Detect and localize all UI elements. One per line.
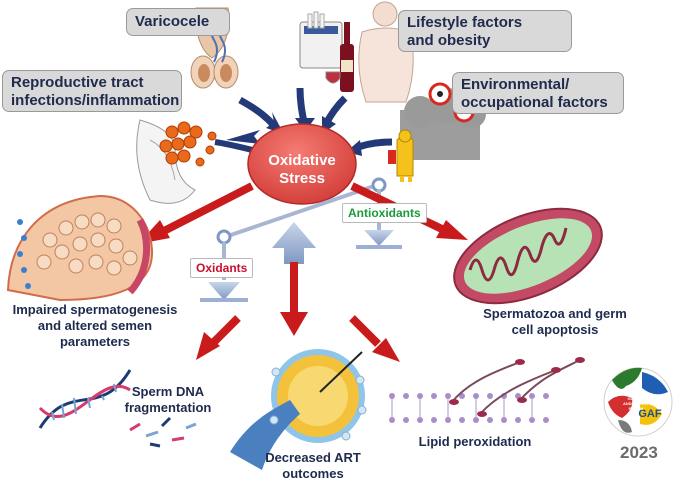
infections-line2: infections/inflammation <box>11 92 180 109</box>
oxidative-stress-oval <box>247 123 357 205</box>
apoptosis-line2: cell apoptosis <box>511 322 599 337</box>
lipid-label: Lipid peroxidation <box>418 434 532 449</box>
apoptosis-line1: Spermatozoa and germ <box>483 306 627 321</box>
dna-illustration <box>38 369 197 448</box>
dna-line2: fragmentation <box>124 400 212 415</box>
spermatogenesis-illustration <box>6 194 154 302</box>
varicocele-box: Varicocele <box>126 8 230 36</box>
lifestyle-illustration <box>299 1 414 103</box>
environmental-line2: occupational factors <box>461 94 608 111</box>
cause-arrows <box>214 87 393 156</box>
lipid-bilayer-illustration <box>389 357 585 423</box>
oxidative-stress-line1: Oxidative <box>268 152 336 169</box>
logo-year: 2023 <box>620 443 658 462</box>
oxidants-tag: Oxidants <box>190 258 254 278</box>
lifestyle-line2: and obesity <box>407 32 491 49</box>
dna-line1: Sperm DNA <box>131 384 205 399</box>
varicocele-label: Varicocele <box>135 13 210 30</box>
art-label: Decreased ART outcomes <box>258 450 368 482</box>
antioxidants-tag: Antioxidants <box>342 203 427 223</box>
art-line1: Decreased ART <box>265 450 361 465</box>
infections-line1: Reproductive tract <box>11 74 144 91</box>
apoptosis-label: Spermatozoa and germ cell apoptosis <box>470 306 640 338</box>
spermatogenesis-label: Impaired spermatogenesis and altered sem… <box>0 302 190 350</box>
oxidative-stress-line2: Stress <box>279 170 325 187</box>
lifestyle-line1: Lifestyle factors <box>407 14 523 31</box>
mitochondrion-illustration <box>453 207 603 305</box>
dna-label: Sperm DNA fragmentation <box>118 384 218 416</box>
infections-box: Reproductive tract infections/inflammati… <box>2 70 182 112</box>
spermatogenesis-line2: and altered semen <box>37 318 153 333</box>
art-illustration <box>230 349 367 470</box>
spermatogenesis-line3: parameters <box>59 334 131 349</box>
gaf-logo-ring-text: GLOBAL ANDROLOGY FORUM <box>623 396 649 411</box>
gaf-logo <box>603 367 673 437</box>
oxidative-stress-label: Oxidative Stress <box>248 152 356 188</box>
gaf-logo-text: GAF <box>638 408 662 420</box>
environmental-illustration <box>388 82 486 182</box>
environmental-box: Environmental/ occupational factors <box>452 72 624 114</box>
art-line2: outcomes <box>282 466 344 481</box>
lifestyle-box: Lifestyle factors and obesity <box>398 10 572 52</box>
spermatogenesis-line1: Impaired spermatogenesis <box>12 302 178 317</box>
reproductive-tract-illustration <box>136 119 217 204</box>
environmental-line1: Environmental/ <box>461 76 570 93</box>
